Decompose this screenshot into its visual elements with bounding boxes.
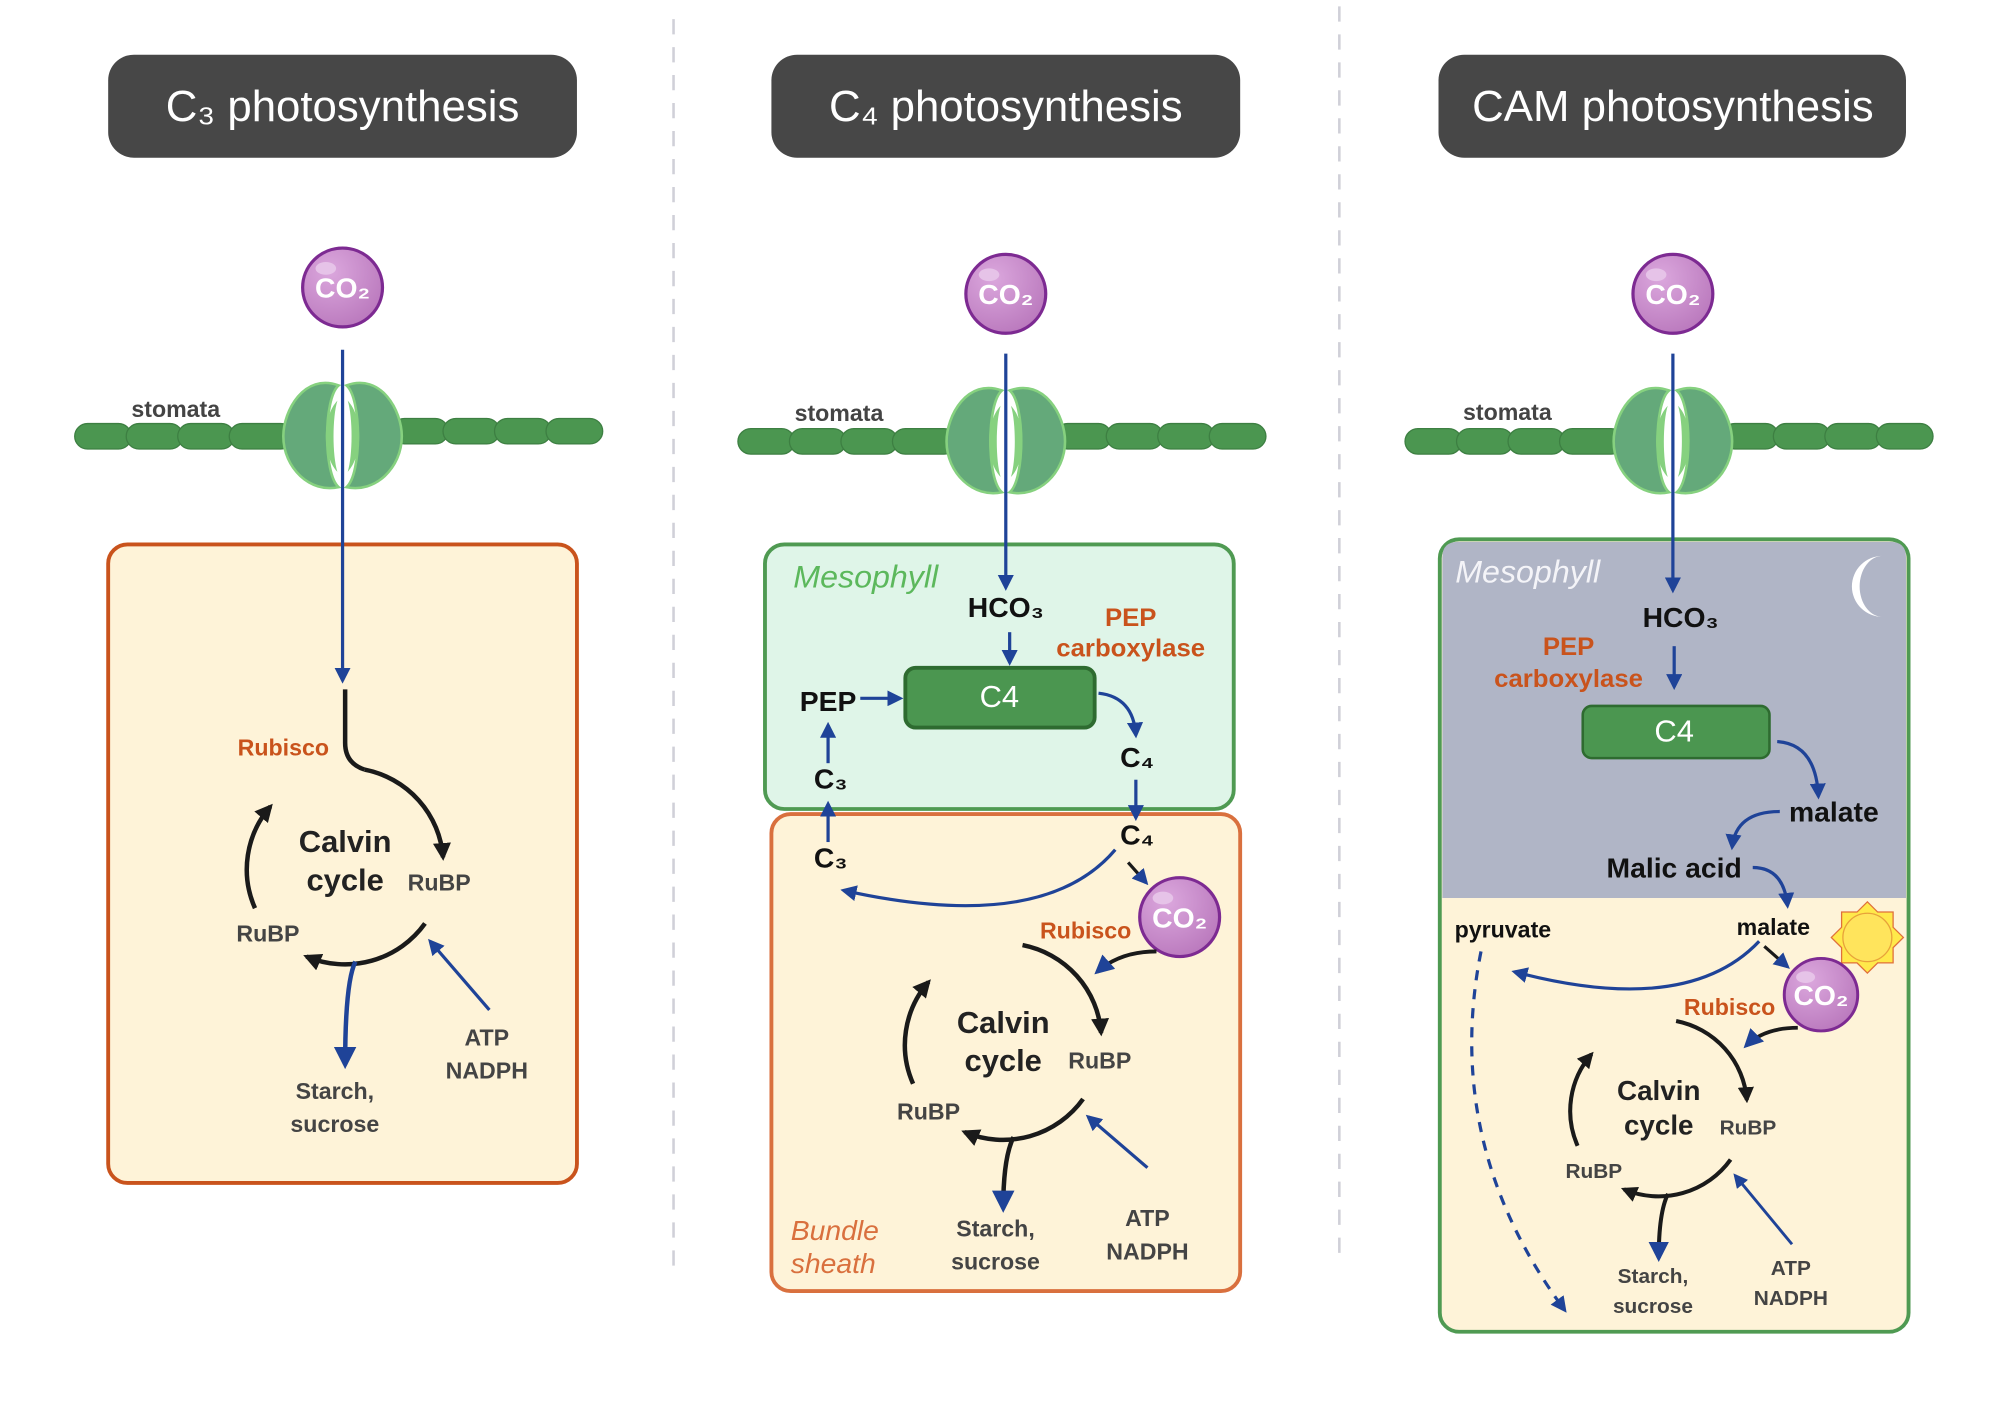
pep-carboxylase-label: PEP — [1543, 633, 1595, 661]
mesophyll-label: Mesophyll — [1455, 554, 1601, 590]
sucrose-label: sucrose — [951, 1249, 1040, 1275]
co2-molecule-icon: CO₂ — [1138, 876, 1222, 959]
co2-label: CO₂ — [1152, 902, 1207, 933]
c4-box — [1581, 704, 1771, 760]
nadph-label: NADPH — [1106, 1238, 1188, 1264]
calvin-cycle: Rubisco Calvin cycle RuBP RuBP Starch, s… — [236, 689, 528, 1137]
title-box — [1438, 54, 1906, 158]
calvin-label: Calvin — [1617, 1075, 1700, 1106]
malic-acid-label: Malic acid — [1607, 853, 1742, 884]
cycle-label: cycle — [306, 863, 383, 898]
title-box — [108, 54, 577, 158]
panel-title: CAM photosynthesis — [1472, 83, 1873, 131]
calvin-label: Calvin — [299, 824, 392, 859]
starch-label: Starch, — [1618, 1265, 1689, 1288]
bundle-sheath-label: sheath — [791, 1248, 876, 1279]
calvin-cycle: Rubisco Calvin cycle RuBP RuBP Starch, s… — [897, 918, 1189, 1275]
panel-title: C₃ photosynthesis — [166, 83, 520, 131]
hco3-label: HCO₃ — [968, 592, 1044, 623]
sun-icon — [1830, 900, 1905, 974]
panel-cam: CAM photosynthesis stomata CO₂ Mesophyll… — [1403, 54, 1935, 1334]
calvin-cycle: Calvin cycle RuBP RuBP Starch, sucrose A… — [1565, 1019, 1828, 1318]
arrow — [1763, 945, 1790, 969]
arrow — [1511, 940, 1761, 991]
co2-label: CO₂ — [978, 279, 1033, 310]
rubp-label: RuBP — [408, 870, 471, 896]
atp-label: ATP — [464, 1025, 509, 1051]
malate-label: malate — [1737, 914, 1811, 940]
hco3-label: HCO₃ — [1643, 602, 1719, 633]
rubisco-label: Rubisco — [238, 735, 329, 761]
moon-icon — [1851, 555, 1883, 617]
rubp-label: RuBP — [897, 1098, 960, 1124]
arrow — [1094, 949, 1157, 975]
pep-label: PEP — [800, 686, 857, 717]
c4-box — [903, 665, 1097, 730]
rubp-label: RuBP — [1068, 1048, 1131, 1074]
bundle-sheath-cell — [769, 812, 1243, 1293]
nadph-label: NADPH — [446, 1058, 528, 1084]
pep-carboxylase-label: carboxylase — [1494, 665, 1643, 693]
dashed-arrow — [1470, 951, 1567, 1313]
c4-box-label: C4 — [1654, 714, 1693, 749]
stomata-label: stomata — [131, 396, 220, 422]
arrow — [1743, 1025, 1798, 1049]
co2-molecule-icon: CO₂ — [1782, 956, 1860, 1033]
stomata-label: stomata — [1463, 399, 1552, 425]
arrow — [1752, 865, 1795, 909]
calvin-label: Calvin — [957, 1005, 1050, 1040]
starch-label: Starch, — [296, 1078, 375, 1104]
sucrose-label: sucrose — [1613, 1295, 1693, 1318]
rubp-label: RuBP — [236, 920, 299, 946]
pep-carboxylase-label: carboxylase — [1056, 634, 1205, 662]
atp-label: ATP — [1125, 1205, 1170, 1231]
rubp-label: RuBP — [1720, 1116, 1777, 1139]
bundle-sheath-label: Bundle — [791, 1215, 879, 1246]
mesophyll-label: Mesophyll — [793, 559, 939, 595]
panel-title: C₄ photosynthesis — [829, 83, 1183, 131]
panel-c3: C₃ photosynthesis stomata CO₂ Rubisco Ca… — [73, 54, 604, 1185]
arrow — [1725, 809, 1780, 851]
rubisco-label: Rubisco — [1684, 994, 1775, 1020]
malate-label: malate — [1789, 797, 1879, 828]
c3-label: C₃ — [814, 764, 848, 795]
arrow — [840, 848, 1117, 908]
sucrose-label: sucrose — [290, 1111, 379, 1137]
c4-box-label: C4 — [980, 679, 1019, 714]
c4-label: C₄ — [1120, 820, 1154, 851]
co2-molecule-icon: CO₂ — [301, 246, 385, 329]
co2-label: CO₂ — [1793, 980, 1848, 1011]
arrow — [1777, 739, 1826, 800]
rubp-label: RuBP — [1565, 1160, 1622, 1183]
cycle-label: cycle — [1624, 1110, 1694, 1141]
atp-label: ATP — [1771, 1257, 1811, 1280]
arrow — [1126, 861, 1149, 886]
co2-label: CO₂ — [315, 273, 370, 304]
rubisco-label: Rubisco — [1040, 918, 1131, 944]
pyruvate-label: pyruvate — [1455, 917, 1552, 943]
title-box — [771, 54, 1241, 158]
arrow — [1098, 691, 1144, 739]
co2-molecule-icon: CO₂ — [964, 252, 1048, 335]
co2-molecule-icon: CO₂ — [1631, 252, 1715, 335]
c3-label: C₃ — [814, 843, 848, 874]
starch-label: Starch, — [956, 1216, 1035, 1242]
nadph-label: NADPH — [1754, 1287, 1828, 1310]
stomata-label: stomata — [795, 400, 884, 426]
co2-label: CO₂ — [1645, 279, 1700, 310]
c4-label: C₄ — [1120, 742, 1154, 773]
cycle-label: cycle — [965, 1043, 1042, 1078]
panel-c4: C₄ photosynthesis stomata CO₂ Mesophyll … — [736, 54, 1268, 1293]
pep-carboxylase-label: PEP — [1105, 604, 1157, 632]
